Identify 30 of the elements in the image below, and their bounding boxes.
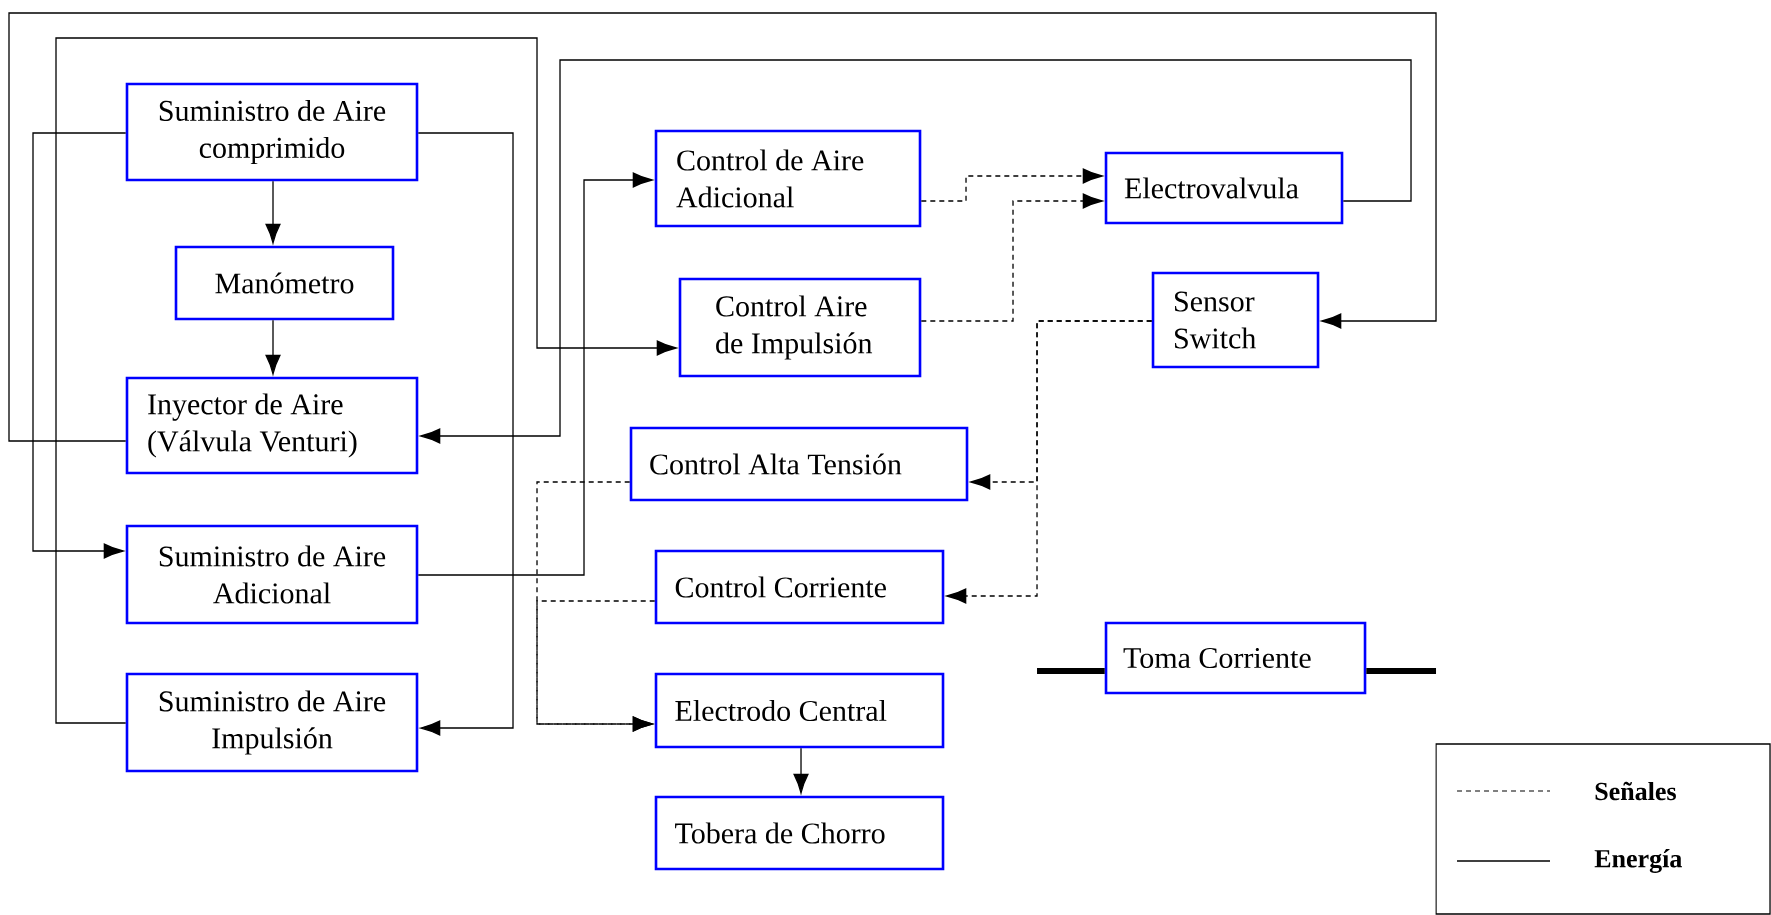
legend-label: Señales: [1595, 781, 1676, 801]
process-box: Control de Aire Adicional: [654, 129, 922, 228]
connector-line: [1037, 668, 1105, 674]
arrow: [946, 320, 1153, 604]
arrow: [920, 168, 1103, 202]
arrow: [536, 600, 656, 732]
arrow: [920, 193, 1103, 322]
arrow: [420, 59, 1412, 444]
process-box: Inyector de Aire (Válvula Venturi): [125, 376, 419, 475]
arrow: [265, 180, 281, 244]
process-box: Suministro de Aire Adicional: [125, 524, 419, 625]
process-box: Toma Corriente: [1104, 621, 1367, 695]
process-box: Control Aire de Impulsión: [678, 277, 922, 378]
process-box: Control Alta Tensión: [629, 426, 969, 502]
process-box: Electrodo Central: [654, 672, 945, 749]
process-box: Control Corriente: [654, 549, 945, 625]
process-box: Sensor Switch: [1151, 271, 1320, 369]
arrow: [793, 747, 809, 794]
arrow: [265, 319, 281, 375]
legend-label: Energía: [1594, 849, 1682, 873]
arrow: [55, 37, 677, 724]
arrow: [8, 12, 1437, 442]
process-box: Tobera de Chorro: [654, 795, 945, 871]
arrow: [417, 132, 514, 736]
process-box: Suministro de Aire comprimido: [125, 82, 419, 182]
arrow: [32, 132, 127, 559]
process-box: Manómetro: [174, 245, 395, 321]
process-box: Electrovalvula: [1104, 151, 1344, 225]
arrow: [417, 172, 653, 576]
process-box: Suministro de Aire Impulsión: [125, 672, 419, 773]
